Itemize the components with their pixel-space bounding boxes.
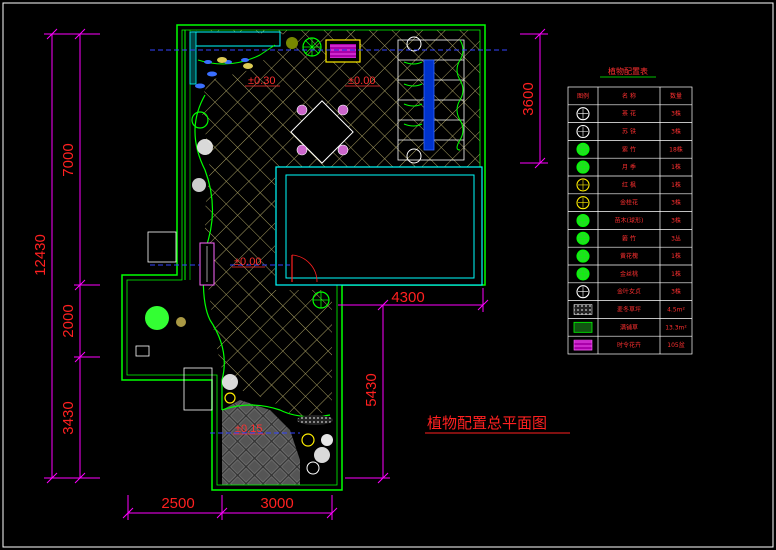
paving-area [185,30,480,420]
dimension-texts: 12430 7000 2000 3430 3600 5430 4300 2500… [32,82,537,512]
dim-bottom-right: 3000 [260,495,293,512]
legend-plant-qty: 3株 [671,110,681,118]
legend-title: 植物配置表 [608,66,648,76]
utility-box-upper [147,231,177,263]
shrub-top [406,36,422,52]
legend-plant-name: 满铺草 [620,323,638,331]
legend-icon-detail [578,144,588,155]
legend-icon-detail [578,197,588,208]
legend-plant-qty: 4.5m² [667,307,685,314]
boundary-wall [121,24,486,491]
legend-plant-name: 茶 花 [622,110,636,118]
legend-icon-detail [578,179,588,190]
legend-plant-qty: 105盆 [667,341,684,349]
legend-plant-name: 苗木(球形) [615,217,644,225]
legend-icon-detail [578,215,588,226]
dimension-lines [44,28,548,520]
legend-plant-name: 麦冬草坪 [617,306,641,314]
legend-plant-qty: 3株 [671,288,681,296]
site-plan [121,24,510,491]
legend-plant-name: 红 枫 [622,181,636,189]
drawing-title: 植物配置总平面图 [427,414,547,432]
legend-header-cell: 数量 [670,92,682,100]
legend-plant-name: 紫 竹 [622,145,636,153]
legend-icon-detail [578,162,588,173]
utility-box-lower [183,367,213,411]
legend-plant-qty: 13.3m² [665,324,687,331]
legend-plant-qty: 3株 [671,128,681,136]
axis-lines [150,49,510,434]
level-upper-left: ±0.30 [248,75,275,87]
legend-plant-qty: 3株 [671,199,681,207]
level-middle: ±0.00 [234,256,261,268]
water-channel [191,31,281,47]
chairs [296,104,349,156]
legend-plant-name: 苏 铁 [622,128,636,136]
legend-header-cell: 名 称 [622,92,636,100]
dim-right-width: 4300 [391,289,424,306]
legend-plant-qty: 1株 [671,181,681,189]
building-inner [285,174,475,279]
drain-box [135,345,150,357]
dim-right-top: 3600 [520,82,537,115]
pond-stones [195,58,249,89]
level-markers: ±0.30 ±0.00 ±0.00 ±0.15 [232,75,380,435]
legend-plant-qty: 1株 [671,163,681,171]
level-lower: ±0.15 [235,423,262,435]
level-upper-right: ±0.00 [348,75,375,87]
water-channel-side [189,31,197,85]
legend-icon-detail [578,286,588,297]
legend-plant-name: 金叶女贞 [617,288,641,296]
legend-icon-detail [578,233,588,244]
legend-frame [567,86,693,355]
pergola [397,39,465,161]
legend-plant-qty: 1株 [671,252,681,260]
groundcover-icon [573,304,593,315]
dim-bottom-left: 2500 [161,495,194,512]
pergola-water [423,59,435,151]
legend-plant-qty: 3株 [671,217,681,225]
legend-icon-detail [578,126,588,137]
dim-total-height: 12430 [32,234,49,276]
legend-plant-qty: 18株 [669,145,683,153]
dim-bottom-height: 3430 [60,401,77,434]
stone-paving [222,400,300,485]
legend-plant-name: 时令花卉 [617,341,641,349]
legend-grid [567,86,693,355]
legend-plant-qty: 1株 [671,270,681,278]
building-outline [275,166,483,286]
legend-plant-name: 月 季 [622,163,636,171]
legend-icon-detail [578,108,588,119]
flowers-icon [573,339,593,351]
legend-icon-detail [578,268,588,279]
dim-right-bottom: 5430 [363,373,380,406]
legend-plant-name: 箬 竹 [622,234,636,242]
legend-plant-name: 金桂花 [620,199,638,207]
legend-icon-detail [578,251,588,262]
pond-rocks [217,57,253,69]
pergola-vines [403,39,464,151]
door-swing [291,254,318,283]
legend-header-cell: 图例 [577,92,589,100]
bench-cushion [330,44,356,58]
legend-plant-qty: 3丛 [671,234,681,242]
lawn-icon [573,321,593,333]
legend-header: 图例 名 称 数量 [577,92,682,100]
plant-symbols [145,37,333,475]
legend-plant-name: 黄花槐 [620,252,638,260]
legend-plant-name: 金丝桃 [620,270,638,278]
dim-mid-height: 2000 [60,304,77,337]
dim-top-height: 7000 [60,143,77,176]
shrub-bottom [406,148,422,164]
